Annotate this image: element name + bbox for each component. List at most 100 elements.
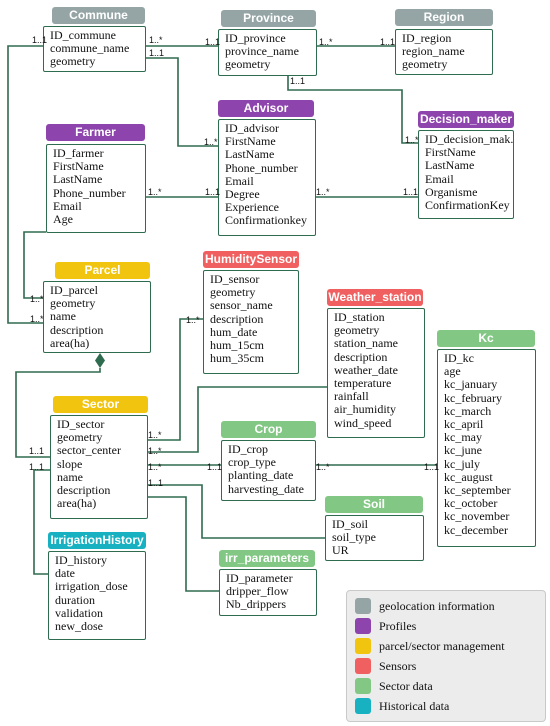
legend-label: Sector data (379, 679, 433, 693)
cardinality-label: 1..1 (424, 462, 440, 472)
province-attributes: ID_province province_name geometry (218, 29, 317, 76)
decision-maker-title: Decision_maker (418, 111, 514, 128)
weather-station-attributes: ID_station geometry station_name descrip… (327, 308, 425, 438)
humidity-sensor-title: HumiditySensor (203, 251, 299, 268)
cardinality-label: 1..1 (148, 478, 164, 488)
cardinality-label: 1..* (149, 35, 163, 45)
kc-attr: kc_may (444, 430, 482, 445)
cardinality-label: 1..* (316, 462, 330, 472)
cardinality-label: 1..1 (149, 48, 165, 58)
commune-title: Commune (52, 7, 145, 24)
cardinality-label: 1..1 (29, 462, 45, 472)
decision-maker-attr: Email (425, 171, 454, 186)
advisor-attr: Experience (225, 200, 279, 215)
weather-station-title: Weather_station (327, 289, 423, 306)
legend-label: parcel/sector management (379, 639, 505, 653)
cardinality-label: 1..1 (403, 187, 419, 197)
legend-label: Profiles (379, 619, 417, 633)
humidity-attr: hum_date (210, 324, 258, 339)
commune-attr: ID_commune (50, 28, 116, 42)
sector-attr: name (57, 469, 83, 484)
sector-attr: ID_sector (57, 417, 105, 431)
irr-parameters-attributes: ID_parameter dripper_flow Nb_drippers (219, 569, 317, 616)
decision-maker-attr: Organisme (425, 184, 478, 199)
sector-title: Sector (53, 396, 148, 413)
rel-commune-parcel (7, 45, 43, 324)
soil-title: Soil (325, 496, 423, 513)
rel-commune-advisor (146, 57, 218, 147)
cardinality-label: 1..1 (290, 76, 306, 86)
commune-attr: commune_name (50, 41, 130, 56)
decision-maker-attr: ConfirmationKey (425, 198, 510, 213)
kc-attr: kc_august (444, 469, 493, 484)
advisor-attr: Email (225, 173, 254, 188)
farmer-attr: ID_farmer (53, 146, 104, 160)
legend-swatch (355, 618, 371, 634)
parcel-attr: geometry (50, 296, 96, 311)
commune-attr: geometry (50, 54, 96, 69)
kc-attr: kc_april (444, 417, 484, 432)
cardinality-label: 1..1 (205, 37, 221, 47)
humidity-sensor-attributes: ID_sensor geometry sensor_name descripti… (203, 270, 299, 374)
kc-attr: age (444, 364, 461, 379)
cardinality-label: 1..* (148, 462, 162, 472)
rel-parcel-sector (15, 368, 101, 458)
rel-province-decision (287, 76, 418, 144)
advisor-attr: Confirmationkey (225, 213, 307, 228)
legend-label: Sensors (379, 659, 417, 673)
irrigation-attr: new_dose (55, 619, 103, 634)
legend-swatch (355, 698, 371, 714)
kc-attr: kc_december (444, 522, 508, 537)
humidity-attr: hum_15cm (210, 338, 264, 353)
irrigation-history-title: IrrigationHistory (48, 532, 146, 549)
legend: geolocation information Profiles parcel/… (346, 590, 546, 722)
weather-attr: temperature (334, 376, 392, 391)
kc-attributes: ID_kc age kc_january kc_february kc_marc… (437, 349, 536, 547)
soil-attr: UR (332, 543, 349, 558)
legend-swatch (355, 678, 371, 694)
cardinality-label: 1..* (30, 314, 44, 324)
soil-attr: ID_soil (332, 517, 368, 531)
humidity-attr: geometry (210, 285, 256, 300)
kc-attr: kc_july (444, 456, 480, 471)
kc-attr: kc_june (444, 443, 482, 458)
rel-sector-humidity (148, 318, 203, 441)
cardinality-label: 1..* (316, 187, 330, 197)
legend-swatch (355, 638, 371, 654)
legend-label: geolocation information (379, 599, 495, 613)
kc-attr: kc_march (444, 403, 492, 418)
kc-attr: kc_september (444, 483, 511, 498)
cardinality-label: 1..* (148, 187, 162, 197)
parcel-attr: name (50, 309, 76, 324)
province-attr: geometry (225, 57, 271, 72)
commune-attributes: ID_commune commune_name geometry (43, 26, 146, 72)
irr-param-attr: ID_parameter (226, 571, 293, 585)
irr-parameters-title: irr_parameters (219, 550, 315, 567)
farmer-attr: LastName (53, 172, 103, 187)
irrigation-attr: ID_history (55, 553, 107, 567)
decision-maker-attributes: ID_decision_mak. FirstName LastName Emai… (418, 130, 514, 219)
cardinality-label: 1..* (30, 294, 44, 304)
parcel-attr: description (50, 322, 104, 337)
advisor-title: Advisor (218, 100, 314, 117)
cardinality-label: 1..1 (29, 446, 45, 456)
decision-maker-attr: ID_decision_mak. (425, 132, 514, 146)
legend-swatch (355, 598, 371, 614)
cardinality-label: 1..1 (207, 462, 223, 472)
province-title: Province (221, 10, 316, 27)
soil-attributes: ID_soil soil_type UR (325, 515, 424, 561)
sector-attr: geometry (57, 430, 103, 445)
sector-attributes: ID_sector geometry sector_center slope n… (50, 415, 148, 519)
irrigation-attr: irrigation_dose (55, 579, 128, 594)
kc-attr: kc_november (444, 509, 510, 524)
humidity-attr: sensor_name (210, 298, 273, 313)
crop-attributes: ID_crop crop_type planting_date harvesti… (221, 440, 316, 501)
parcel-attributes: ID_parcel geometry name description area… (43, 281, 151, 353)
sector-attr: description (57, 483, 111, 498)
farmer-title: Farmer (46, 124, 145, 141)
weather-attr: geometry (334, 323, 380, 338)
parcel-title: Parcel (55, 262, 150, 279)
kc-attr: ID_kc (444, 351, 474, 365)
advisor-attr: LastName (225, 147, 275, 162)
